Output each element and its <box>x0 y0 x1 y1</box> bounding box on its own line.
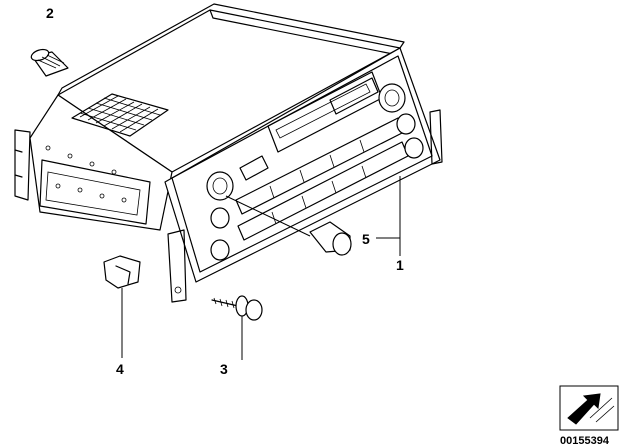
callout-1: 1 <box>396 257 404 273</box>
reference-number: 00155394 <box>560 435 610 447</box>
radio-housing <box>14 3 405 231</box>
callout-2: 2 <box>46 5 54 21</box>
arrow-icon <box>567 393 601 425</box>
vent-grille <box>71 93 169 137</box>
knob-part-5 <box>225 195 352 256</box>
callout-4: 4 <box>116 361 124 377</box>
reference-stamp: 00155394 <box>559 385 619 447</box>
callout-5: 5 <box>362 231 370 247</box>
clip-part-4 <box>103 255 141 358</box>
knob-part-2 <box>30 48 69 77</box>
side-holes <box>45 145 127 203</box>
faceplate <box>164 47 443 303</box>
callout-3: 3 <box>220 361 228 377</box>
screw-part-3 <box>211 295 263 360</box>
